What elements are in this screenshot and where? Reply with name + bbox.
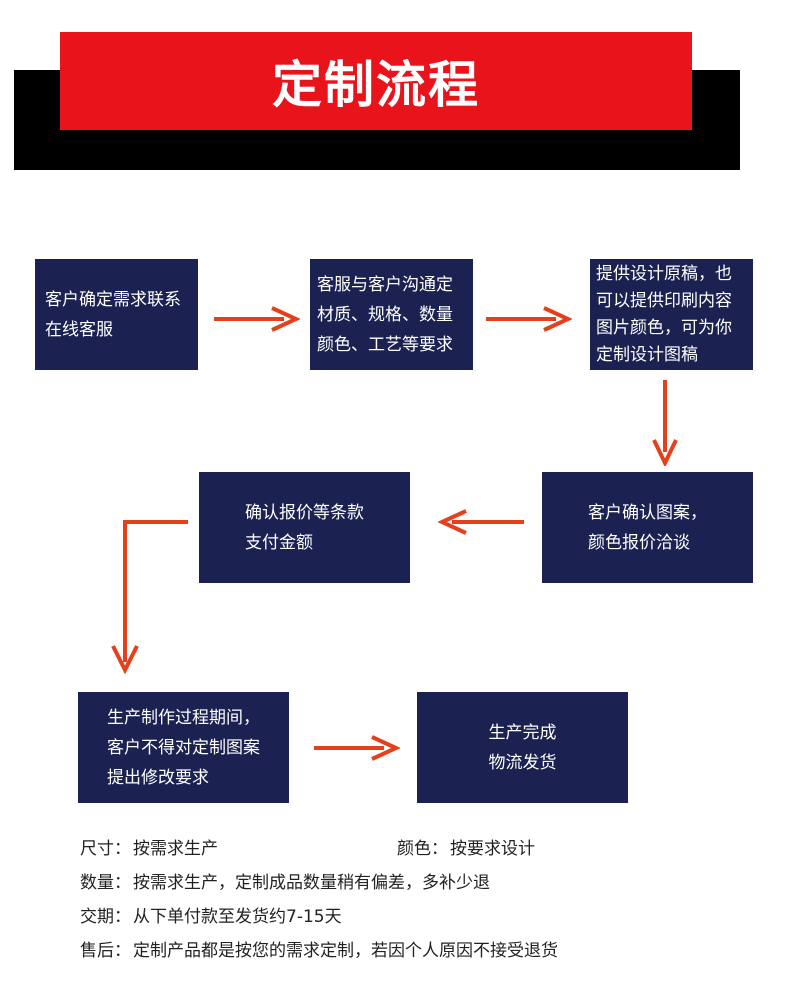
step-text: 生产制作过程期间， 客户不得对定制图案 提出修改要求: [107, 707, 260, 788]
info-value: 按需求生产: [133, 839, 218, 859]
arrow-left-icon: [438, 509, 524, 535]
info-quantity: 数量：按需求生产，定制成品数量稍有偏差，多补少退: [80, 868, 490, 893]
info-color: 颜色：按要求设计: [397, 834, 535, 859]
info-size: 尺寸：按需求生产: [80, 834, 218, 859]
step-box-contact-service: 客户确定需求联系 在线客服: [35, 259, 198, 370]
info-label: 颜色：: [397, 839, 448, 859]
arrow-right-icon: [486, 306, 572, 332]
info-label: 交期：: [80, 907, 131, 927]
info-label: 数量：: [80, 873, 131, 893]
step-box-provide-design: 提供设计原稿，也 可以提供印刷内容 图片颜色，可为你 定制设计图稿: [590, 259, 753, 370]
info-value: 按需求生产，定制成品数量稍有偏差，多补少退: [133, 873, 490, 893]
step-box-production: 生产制作过程期间， 客户不得对定制图案 提出修改要求: [78, 692, 289, 803]
info-lead-time: 交期：从下单付款至发货约7-15天: [80, 902, 342, 927]
step-box-confirm-pattern: 客户确认图案， 颜色报价洽谈: [542, 472, 753, 583]
step-text: 客服与客户沟通定 材质、规格、数量 颜色、工艺等要求: [317, 274, 453, 355]
step-text: 客户确认图案， 颜色报价洽谈: [588, 502, 707, 553]
title-banner: 定制流程: [60, 32, 692, 130]
info-value: 按要求设计: [450, 839, 535, 859]
info-value: 定制产品都是按您的需求定制，若因个人原因不接受退货: [133, 941, 558, 961]
info-value: 从下单付款至发货约7-15天: [133, 907, 342, 927]
arrow-down-icon: [652, 380, 678, 466]
step-box-shipping: 生产完成 物流发货: [417, 692, 628, 803]
arrow-right-icon: [314, 735, 400, 761]
step-box-confirm-payment: 确认报价等条款 支付金额: [199, 472, 410, 583]
info-label: 尺寸：: [80, 839, 131, 859]
arrow-right-icon: [214, 306, 300, 332]
info-after-sales: 售后：定制产品都是按您的需求定制，若因个人原因不接受退货: [80, 936, 558, 961]
info-label: 售后：: [80, 941, 131, 961]
step-text: 生产完成 物流发货: [488, 722, 557, 773]
step-box-confirm-requirements: 客服与客户沟通定 材质、规格、数量 颜色、工艺等要求: [310, 259, 473, 370]
step-text: 客户确定需求联系 在线客服: [45, 289, 181, 340]
step-text: 提供设计原稿，也 可以提供印刷内容 图片颜色，可为你 定制设计图稿: [596, 263, 732, 365]
arrow-down-elbow-icon: [111, 520, 188, 674]
step-text: 确认报价等条款 支付金额: [245, 502, 364, 553]
page-title: 定制流程: [272, 56, 480, 114]
